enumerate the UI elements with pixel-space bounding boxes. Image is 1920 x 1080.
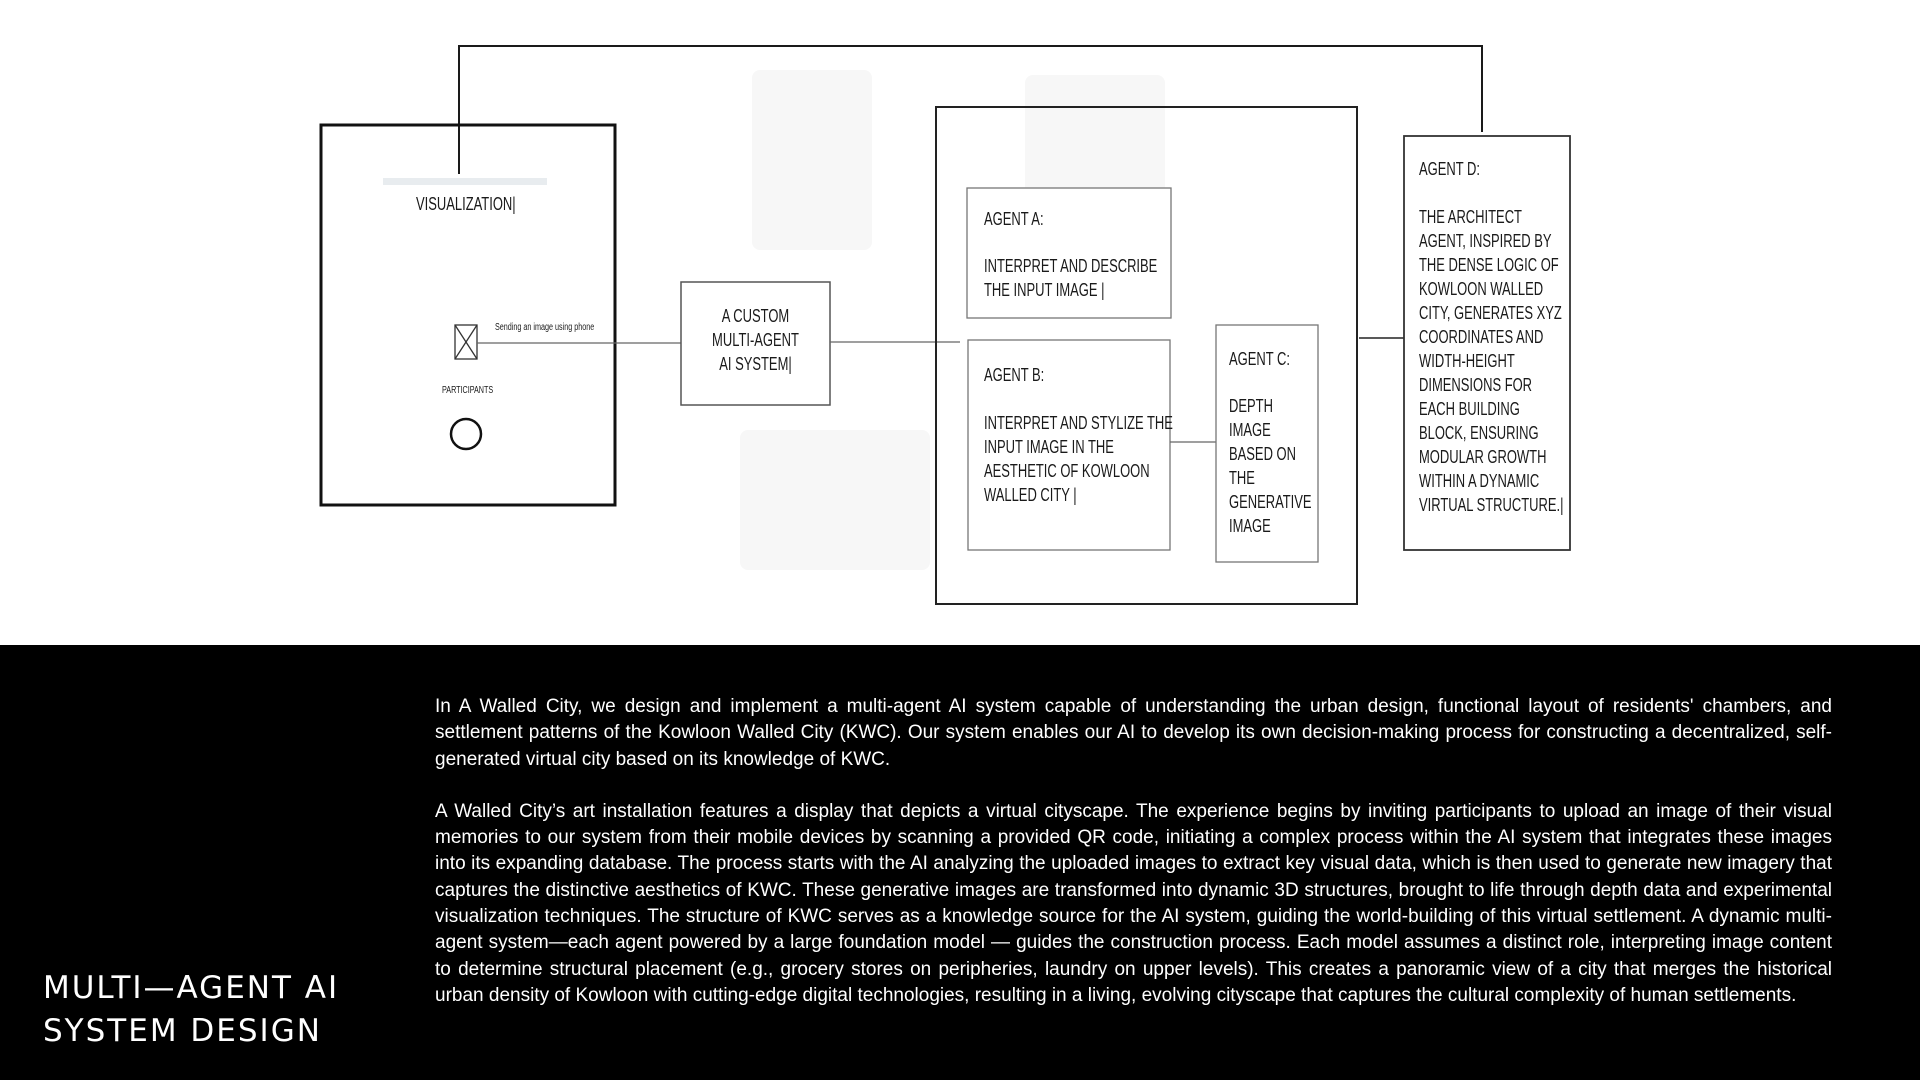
agent-b-line: AESTHETIC OF KOWLOON [984, 461, 1150, 481]
section-title: MULTI—AGENT AI SYSTEM DESIGN [43, 967, 339, 1053]
agent-c-line: BASED ON [1229, 444, 1296, 464]
participants-label: PARTICIPANTS [442, 385, 494, 396]
agent-d-line: WITHIN A DYNAMIC [1419, 471, 1540, 491]
agent-c-box [1215, 324, 1319, 563]
custom-system-box [680, 281, 831, 406]
agent-d-line: BLOCK, ENSURING [1419, 423, 1539, 443]
agent-a-line: THE INPUT IMAGE | [984, 280, 1105, 300]
system-diagram: VISUALIZATION| Sending an image using ph… [0, 0, 1920, 645]
agent-d-line: COORDINATES AND [1419, 327, 1544, 347]
section-title-line: MULTI—AGENT AI [43, 970, 340, 1006]
diagram-lines [319, 45, 1571, 605]
agent-a-line: INTERPRET AND DESCRIBE [984, 256, 1158, 276]
agent-c-line: IMAGE [1229, 516, 1271, 536]
description-section: MULTI—AGENT AI SYSTEM DESIGN In A Walled… [0, 645, 1920, 1080]
agent-b-line: WALLED CITY | [984, 485, 1077, 505]
agent-d-line: VIRTUAL STRUCTURE.| [1419, 495, 1564, 515]
agent-c-line: THE [1229, 468, 1255, 488]
agent-d-line: MODULAR GROWTH [1419, 447, 1547, 467]
custom-system-line: AI SYSTEM| [719, 354, 792, 374]
body-paragraph: A Walled City’s art installation feature… [435, 800, 1832, 1006]
agent-d-line: WIDTH-HEIGHT [1419, 351, 1515, 371]
agent-d-title: AGENT D: [1419, 159, 1480, 179]
body-copy: In A Walled City, we design and implemen… [435, 694, 1832, 1009]
agent-d-line: KOWLOON WALLED [1419, 279, 1544, 299]
image-placeholder-icon [454, 324, 478, 360]
agent-a-description: INTERPRET AND DESCRIBE THE INPUT IMAGE | [984, 254, 1157, 302]
custom-system-line: A CUSTOM [721, 306, 790, 326]
agents-group-box [935, 106, 1358, 605]
agent-d-line: EACH BUILDING [1419, 399, 1520, 419]
agent-c-line: GENERATIVE [1229, 492, 1312, 512]
agent-a-box [966, 187, 1172, 319]
agent-d-line: THE DENSE LOGIC OF [1419, 255, 1559, 275]
top-connector-line [458, 45, 1483, 174]
agent-d-line: CITY, GENERATES XYZ [1419, 303, 1562, 323]
agent-c-line: DEPTH [1229, 396, 1273, 416]
agent-b-title: AGENT B: [984, 365, 1045, 385]
custom-system-line: MULTI-AGENT [712, 330, 799, 350]
custom-system-label: A CUSTOM MULTI-AGENT AI SYSTEM| [681, 304, 830, 376]
section-title-line: SYSTEM DESIGN [43, 1013, 322, 1049]
agent-d-line: AGENT, INSPIRED BY [1419, 231, 1552, 251]
body-paragraph: In A Walled City, we design and implemen… [435, 696, 1832, 770]
agent-a-title: AGENT A: [984, 209, 1044, 229]
agent-d-box [1403, 135, 1571, 551]
agent-d-line: THE ARCHITECT [1419, 207, 1522, 227]
agent-d-description: THE ARCHITECT AGENT, INSPIRED BY THE DEN… [1419, 205, 1564, 517]
agent-c-title: AGENT C: [1229, 349, 1290, 369]
agent-c-description: DEPTH IMAGE BASED ON THE GENERATIVE IMAG… [1229, 394, 1312, 538]
phone-note-label: Sending an image using phone [495, 322, 595, 333]
agent-d-line: DIMENSIONS FOR [1419, 375, 1533, 395]
agent-b-description: INTERPRET AND STYLIZE THE INPUT IMAGE IN… [984, 411, 1173, 507]
screen-bar [383, 178, 547, 185]
visualization-label: VISUALIZATION| [416, 194, 516, 214]
agent-b-box [967, 339, 1171, 551]
participant-circle-icon [449, 417, 483, 451]
agent-b-line: INPUT IMAGE IN THE [984, 437, 1114, 457]
agent-b-line: INTERPRET AND STYLIZE THE [984, 413, 1173, 433]
agent-c-line: IMAGE [1229, 420, 1271, 440]
visualization-frame [319, 123, 617, 507]
